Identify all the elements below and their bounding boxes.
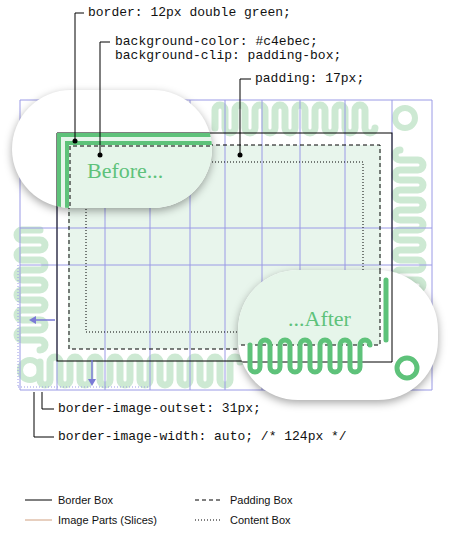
css-callout: background-clip: padding-box; xyxy=(115,49,341,63)
padding-fill xyxy=(61,137,212,208)
legend-text: Border Box xyxy=(58,494,113,507)
padding-fill xyxy=(238,270,380,345)
green-double-border xyxy=(67,143,212,208)
outset-arrows xyxy=(29,316,96,386)
legend-text: Content Box xyxy=(230,514,291,527)
bubble-caption: ...After xyxy=(288,306,351,332)
magnifier-bubble: ...After xyxy=(238,270,438,400)
pale-corner xyxy=(395,108,415,128)
legend-text: Padding Box xyxy=(230,494,292,507)
pale-wave xyxy=(215,105,375,133)
padding-box-edge xyxy=(70,146,212,208)
bubble-caption: Before... xyxy=(87,158,163,184)
pale-wave xyxy=(17,230,45,350)
border-box xyxy=(57,133,392,361)
green-border-image xyxy=(250,340,370,372)
pale-border-image xyxy=(17,105,423,385)
css-callout: border: 12px double green; xyxy=(88,6,291,20)
magnifier-bubble: Before... xyxy=(12,90,212,208)
legend-text: Image Parts (Slices) xyxy=(58,514,157,527)
outset-guides xyxy=(18,265,150,388)
css-callout: background-color: #c4ebec; xyxy=(115,35,318,49)
green-double-border xyxy=(59,135,212,208)
green-border-image xyxy=(384,280,389,340)
green-corner xyxy=(397,358,417,378)
padding-box xyxy=(69,145,380,349)
css-callout: padding: 17px; xyxy=(255,72,364,86)
slice-grid xyxy=(20,100,432,390)
bubble-art xyxy=(12,90,212,208)
padding-box-edge xyxy=(238,270,380,345)
css-callout: border-image-width: auto; /* 124px */ xyxy=(58,430,347,444)
pale-corner xyxy=(20,360,40,380)
bubble-art xyxy=(238,270,438,400)
border-box-edge xyxy=(57,133,212,208)
css-callout: border-image-outset: 31px; xyxy=(58,402,261,416)
